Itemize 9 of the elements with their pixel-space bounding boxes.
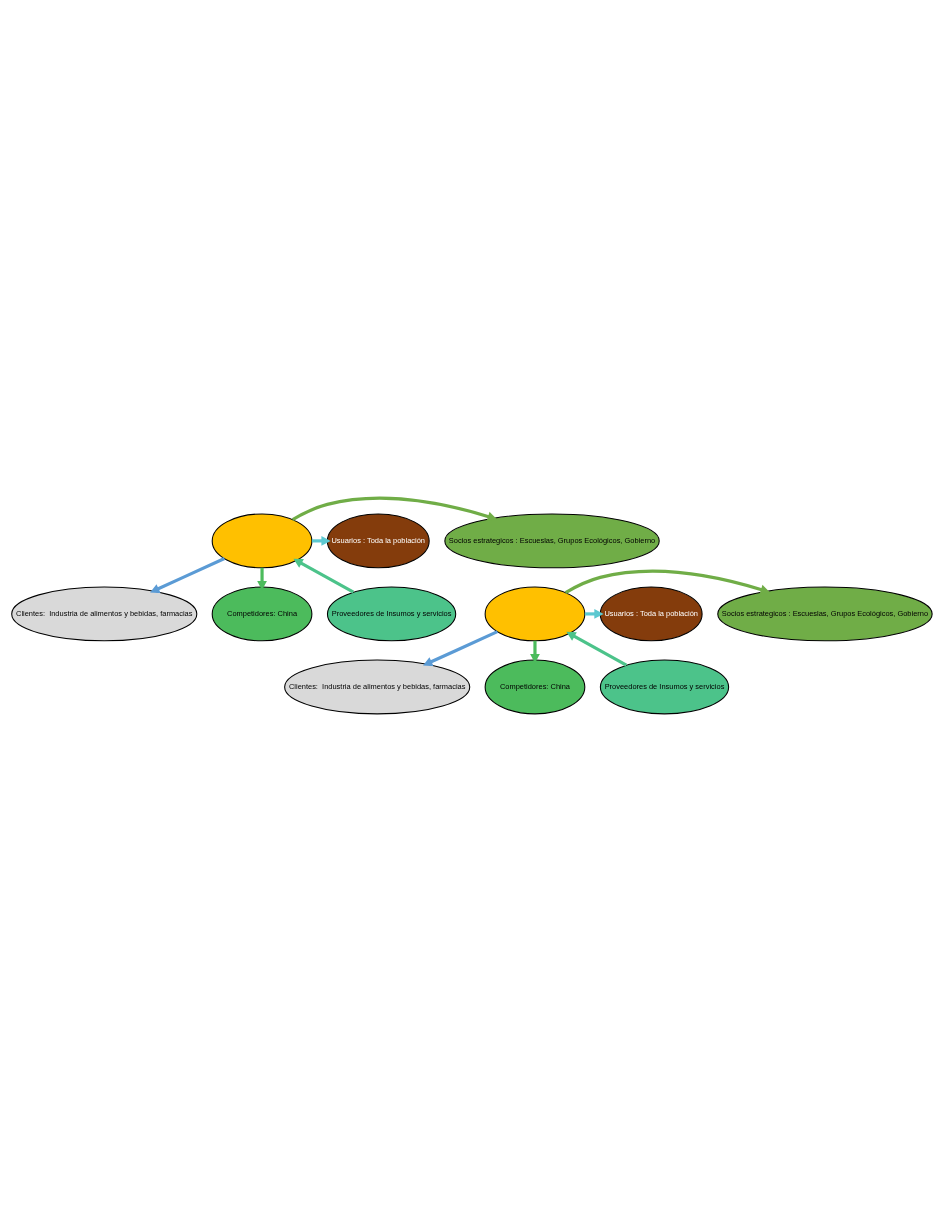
arrow <box>257 567 267 591</box>
arrow <box>584 609 604 619</box>
arrow <box>423 630 499 667</box>
arrow <box>293 558 355 594</box>
arrow <box>566 631 628 667</box>
arrow <box>530 640 540 664</box>
arrow <box>291 496 497 522</box>
arrow <box>150 557 226 594</box>
arrow <box>564 569 770 595</box>
